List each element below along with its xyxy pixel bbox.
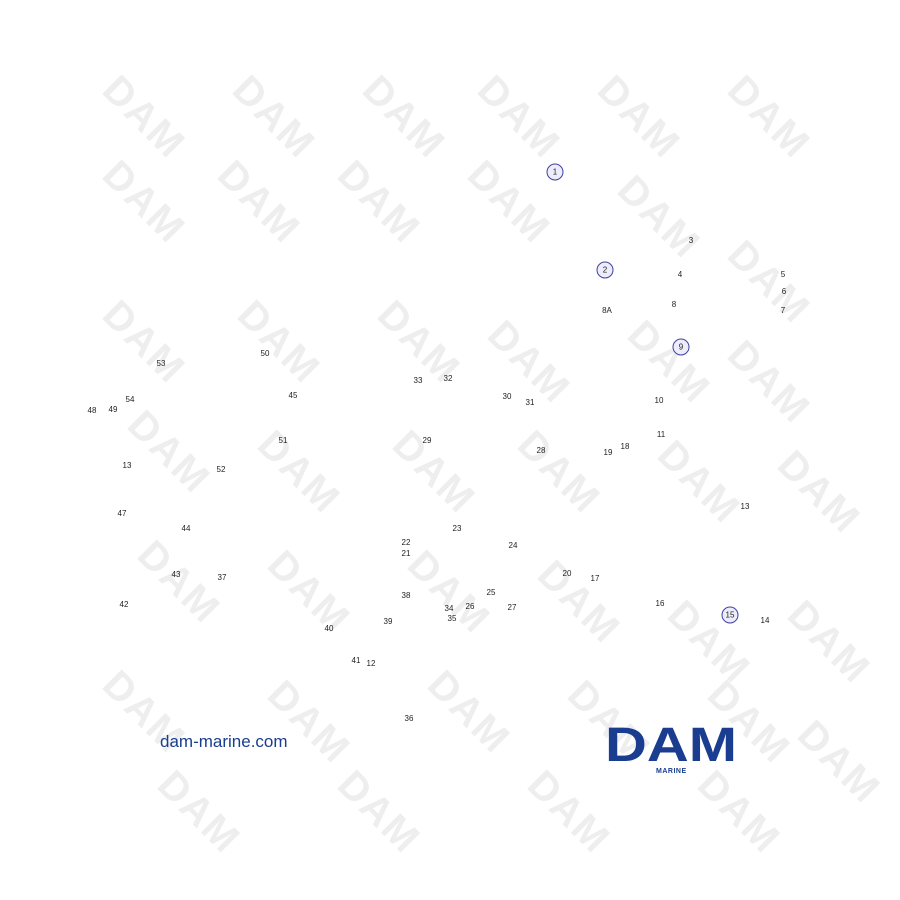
part-callout: 43 [171, 570, 181, 579]
part-callout: 49 [108, 405, 118, 414]
part-callout: 26 [465, 602, 475, 611]
dam-logo: DAM [605, 722, 737, 764]
part-callout: 19 [603, 448, 613, 457]
site-url-text: dam-marine.com [160, 732, 288, 751]
part-callout: 4 [677, 270, 683, 279]
part-callout: 16 [655, 599, 665, 608]
part-callout: 12 [366, 659, 376, 668]
part-callout: 35 [447, 614, 457, 623]
part-callout: 1 [546, 163, 564, 181]
part-callout: 44 [181, 524, 191, 533]
part-callout: 9 [672, 338, 690, 356]
part-callout: 21 [401, 549, 411, 558]
diagram-plate [85, 85, 815, 815]
part-callout: 50 [260, 349, 270, 358]
part-callout: 38 [401, 591, 411, 600]
part-callout: 29 [422, 436, 432, 445]
part-callout: 8 [671, 300, 677, 309]
dam-logo-subtext: MARINE [656, 768, 687, 775]
part-callout: 31 [525, 398, 535, 407]
part-callout: 14 [760, 616, 770, 625]
part-callout: 24 [508, 541, 518, 550]
part-callout: 53 [156, 359, 166, 368]
part-callout: 8A [602, 306, 612, 315]
part-callout: 7 [780, 306, 786, 315]
part-callout: 23 [452, 524, 462, 533]
part-callout: 41 [351, 656, 361, 665]
part-callout: 40 [324, 624, 334, 633]
part-callout: 13 [122, 461, 132, 470]
part-callout: 34 [444, 604, 454, 613]
part-callout: 51 [278, 436, 288, 445]
part-callout: 54 [125, 395, 135, 404]
dam-logo-text: DAM [605, 722, 737, 764]
part-callout: 42 [119, 600, 129, 609]
part-callout: 20 [562, 569, 572, 578]
part-callout: 37 [217, 573, 227, 582]
part-callout: 36 [404, 714, 414, 723]
part-callout: 17 [590, 574, 600, 583]
part-callout: 6 [781, 287, 787, 296]
part-callout: 32 [443, 374, 453, 383]
part-callout: 10 [654, 396, 664, 405]
part-callout: 22 [401, 538, 411, 547]
part-callout: 2 [596, 261, 614, 279]
part-callout: 25 [486, 588, 496, 597]
part-callout: 47 [117, 509, 127, 518]
part-callout: 5 [780, 270, 786, 279]
part-callout: 33 [413, 376, 423, 385]
part-callout: 13 [740, 502, 750, 511]
part-callout: 11 [656, 430, 666, 439]
part-callout: 3 [688, 236, 694, 245]
part-callout: 30 [502, 392, 512, 401]
part-callout: 18 [620, 442, 630, 451]
part-callout: 28 [536, 446, 546, 455]
part-callout: 15 [721, 606, 739, 624]
part-callout: 39 [383, 617, 393, 626]
part-callout: 27 [507, 603, 517, 612]
part-callout: 45 [288, 391, 298, 400]
part-callout: 52 [216, 465, 226, 474]
part-callout: 48 [87, 406, 97, 415]
